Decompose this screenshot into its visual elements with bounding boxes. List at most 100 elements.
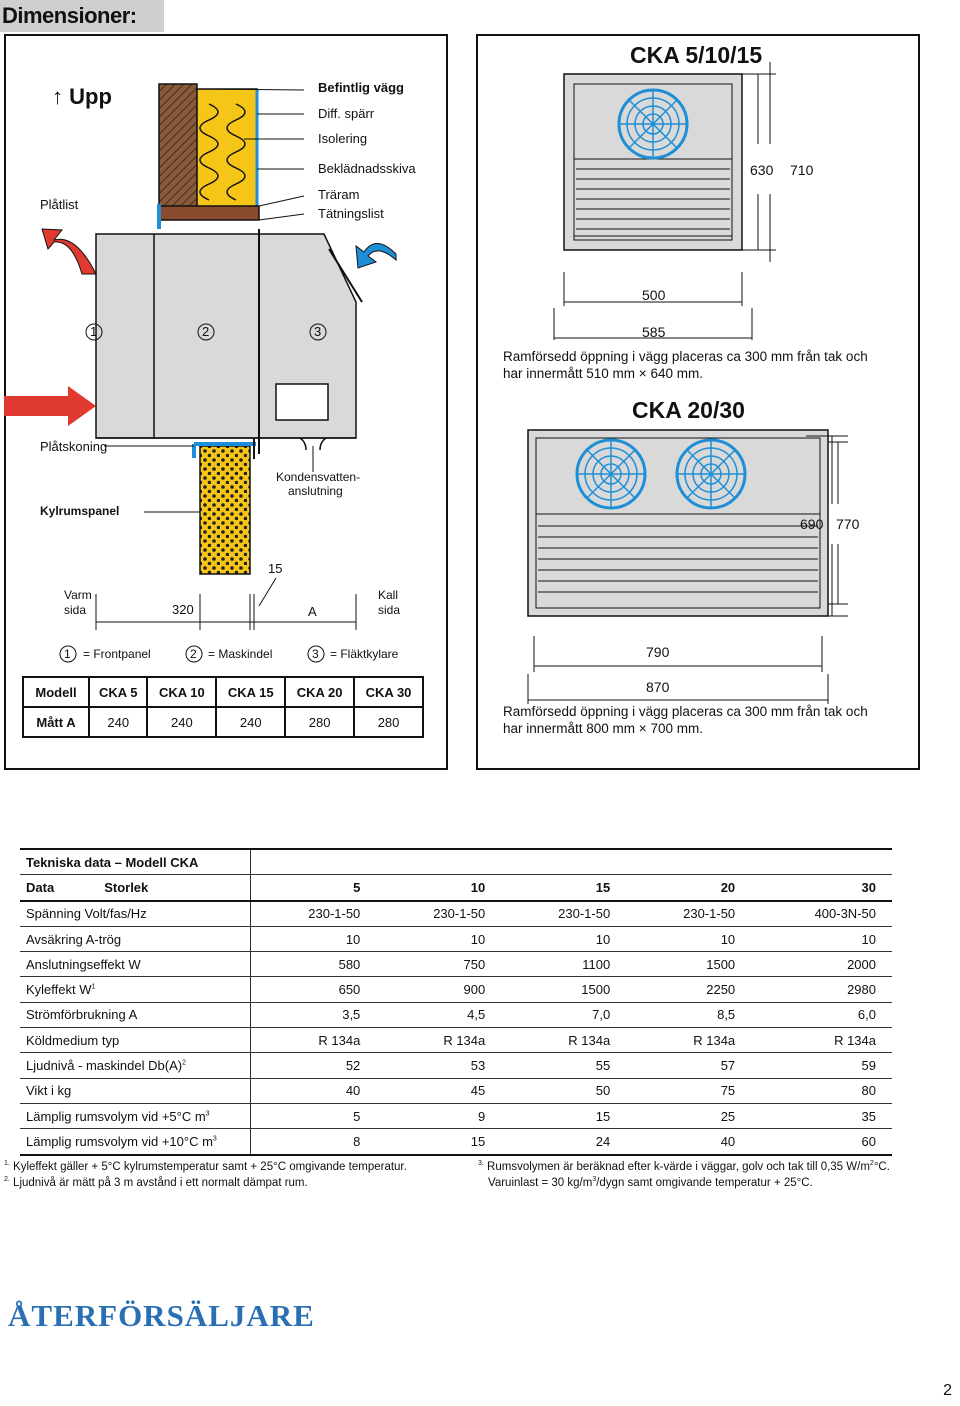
cka20-note-line1: Ramförsedd öppning i vägg placeras ca 30… — [503, 704, 868, 719]
label-plattlist: Plåtlist — [40, 197, 79, 212]
label-kylrumspanel: Kylrumspanel — [40, 504, 120, 518]
fn3-num: 3. — [478, 1160, 484, 1167]
tech-cell: 230-1-50 — [250, 900, 377, 927]
tech-cell: 750 — [376, 951, 502, 978]
cka20-fan-left — [575, 438, 647, 510]
cka5-note-line1: Ramförsedd öppning i vägg placeras ca 30… — [503, 349, 868, 364]
tech-row-label: Anslutningseffekt W — [20, 951, 251, 978]
tech-cell: 10 — [751, 926, 892, 953]
tech-cell: 7,0 — [501, 1002, 627, 1029]
model-cell: CKA 15 — [215, 676, 287, 708]
fn2-text: Ljudnivå är mätt på 3 m avstånd i ett no… — [13, 1176, 308, 1189]
tech-cell: 40 — [250, 1078, 377, 1104]
tech-cell: 1100 — [501, 951, 627, 978]
tech-row-label: Lämplig rumsvolym vid +5°C m3 — [20, 1103, 251, 1130]
tech-cell: 2000 — [751, 951, 892, 978]
tech-row-label: Ljudnivå - maskindel Db(A)2 — [20, 1052, 251, 1079]
wall-wood — [158, 83, 198, 215]
cka5-dim-630: 630 — [750, 162, 774, 178]
legend-3-num: 3 — [312, 647, 319, 661]
matt-a-cell: 240 — [87, 706, 149, 738]
fn3-end-a: °C. — [873, 1160, 890, 1173]
cka20-note-line2: har innermått 800 mm × 700 mm. — [503, 721, 703, 736]
tech-cell: 1500 — [626, 951, 752, 978]
tech-size: 10 — [376, 874, 502, 902]
tech-cell: 60 — [751, 1128, 892, 1156]
tech-row-label: Strömförbrukning A — [20, 1002, 251, 1029]
tech-row-label: Lämplig rumsvolym vid +10°C m3 — [20, 1128, 251, 1156]
cka20-title: CKA 20/30 — [632, 397, 745, 423]
tech-cell: 15 — [376, 1128, 502, 1156]
cka5-title: CKA 5/10/15 — [630, 42, 763, 68]
tech-cell: 10 — [250, 926, 377, 953]
tech-cell: R 134a — [501, 1027, 627, 1054]
model-cell: CKA 30 — [353, 676, 424, 708]
tech-size: 15 — [501, 874, 627, 902]
tech-cell: 10 — [626, 926, 752, 953]
matt-a-header: Mått A — [22, 706, 90, 738]
label-kondens-1: Kondensvatten- — [276, 470, 361, 484]
fn3-sup-b: 3 — [592, 1176, 597, 1183]
tech-cell: 50 — [501, 1078, 627, 1104]
tech-cell: R 134a — [626, 1027, 752, 1054]
tech-cell: 2980 — [751, 976, 892, 1003]
cka20-unit-outline — [527, 429, 829, 617]
matt-a-cell: 240 — [215, 706, 287, 738]
tech-cell: 230-1-50 — [376, 900, 502, 927]
model-cell: CKA 10 — [146, 676, 218, 708]
cka5-dim-500: 500 — [642, 287, 666, 303]
cka20-dim-790: 790 — [646, 644, 670, 660]
section-diagram-graphics — [4, 83, 397, 663]
insulation-squiggle — [199, 103, 246, 201]
tech-cell: 580 — [250, 951, 377, 978]
tech-cell: 59 — [751, 1052, 892, 1079]
tech-row-label-text: Strömförbrukning A — [26, 1007, 138, 1023]
tech-cell: 57 — [626, 1052, 752, 1079]
tech-cell: 80 — [751, 1078, 892, 1104]
tech-row-sup: 1 — [91, 983, 96, 991]
tech-cell: 650 — [250, 976, 377, 1003]
tech-row-label: Köldmedium typ — [20, 1027, 251, 1054]
tech-hdr-data: Data — [26, 879, 55, 895]
tech-cell: 1500 — [501, 976, 627, 1003]
tech-cell: 55 — [501, 1052, 627, 1079]
tech-cell: 15 — [501, 1103, 627, 1130]
tech-cell: 4,5 — [376, 1002, 502, 1029]
warm-air-arrow-in — [4, 386, 96, 426]
cka5-fan — [617, 88, 689, 160]
tech-row-label: Kyleffekt W1 — [20, 976, 251, 1003]
tech-cell: 9 — [376, 1103, 502, 1130]
tech-cell: 5 — [250, 1103, 377, 1130]
legend-flaktkylare: = Fläktkylare — [330, 647, 399, 661]
footnote-1: 1. Kyleffekt gäller + 5°C kylrumstempera… — [4, 1156, 407, 1175]
ceiling-panel — [199, 445, 251, 575]
tech-cell: R 134a — [376, 1027, 502, 1054]
retailer-heading: ÅTERFÖRSÄLJARE — [8, 1298, 315, 1333]
tech-row-sup: 3 — [212, 1135, 217, 1143]
label-kondens-2: anslutning — [288, 484, 343, 498]
tech-cell: 2250 — [626, 976, 752, 1003]
legend-2-num: 2 — [190, 647, 197, 661]
legend-1-num: 1 — [64, 647, 71, 661]
cka20-dim-690: 690 — [800, 516, 824, 532]
front-view-graphics — [527, 62, 848, 704]
condensate-connection — [299, 437, 327, 451]
service-hatch — [275, 383, 329, 421]
tech-row-label-text: Kyleffekt W — [26, 982, 92, 998]
label-isolering: Isolering — [318, 131, 368, 146]
tech-cell: 6,0 — [751, 1002, 892, 1029]
tech-cell: 10 — [376, 926, 502, 953]
wooden-frame — [158, 205, 260, 221]
tech-cell: 230-1-50 — [626, 900, 752, 927]
tech-cell: 3,5 — [250, 1002, 377, 1029]
front-view-panel — [476, 34, 920, 770]
fn3-text-a: Rumsvolymen är beräknad efter k-värde i … — [487, 1160, 870, 1173]
tech-cell: 900 — [376, 976, 502, 1003]
